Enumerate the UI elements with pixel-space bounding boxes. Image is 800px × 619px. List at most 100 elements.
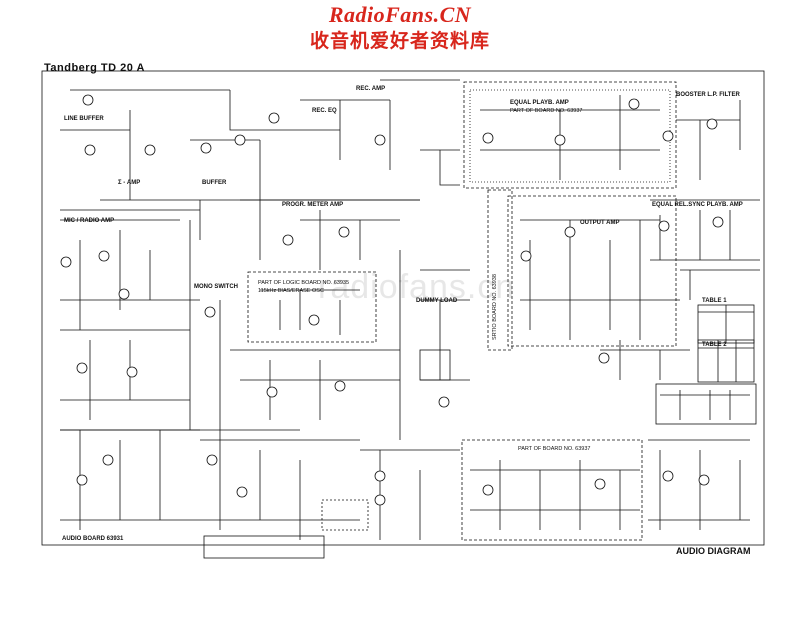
schematic-border: [41, 70, 765, 546]
wire: [680, 269, 760, 300]
label-rec-eq: REC. EQ: [312, 108, 337, 114]
label-line-buffer: LINE BUFFER: [64, 116, 104, 122]
transistor-icon: [102, 454, 114, 466]
transistor-icon: [374, 494, 386, 506]
lower-sub-board: [321, 499, 369, 531]
label-sratio-board: SRTIO BOARD NO. 63938: [492, 274, 498, 340]
label-booster: BOOSTER L.P. FILTER: [676, 92, 740, 98]
sratio-board: [487, 189, 513, 351]
site-subtitle: 收音机爱好者资料库: [309, 30, 490, 52]
transistor-icon: [204, 306, 216, 318]
wire: [240, 199, 420, 270]
dummy-load-component: [419, 349, 451, 381]
diagram-title: AUDIO DIAGRAM: [676, 546, 751, 556]
label-mic-radio-amp: MIC / RADIO AMP: [64, 218, 114, 224]
board-63937-top: [463, 81, 677, 189]
transistor-icon: [308, 314, 320, 326]
label-equal-rel-sync: EQUAL REL.SYNC PLAYB. AMP: [652, 202, 743, 208]
wire: [300, 99, 460, 186]
table-grid: [698, 305, 754, 343]
wire: [648, 439, 750, 530]
transistor-icon: [76, 474, 88, 486]
transistor-icon: [234, 134, 246, 146]
label-part-board-top: PART OF BOARD NO. 63937: [510, 108, 582, 114]
wire: [200, 439, 360, 540]
transistor-icon: [282, 234, 294, 246]
wire: [60, 110, 261, 200]
wire: [520, 219, 680, 340]
wire: [60, 219, 200, 330]
wire: [70, 79, 460, 160]
wire: [60, 329, 190, 420]
wire: [360, 449, 460, 540]
transistor-icon: [712, 216, 724, 228]
logic-board-63935: [247, 271, 377, 343]
transistor-icon: [374, 134, 386, 146]
wire: [676, 100, 741, 180]
site-name: RadioFans.CN: [328, 2, 472, 27]
transistor-icon: [554, 134, 566, 146]
transistor-icon: [658, 220, 670, 232]
transistor-icon: [338, 226, 350, 238]
transistor-icon: [118, 288, 130, 300]
transistor-icon: [374, 470, 386, 482]
transistor-icon: [60, 256, 72, 268]
transistor-icon: [76, 362, 88, 374]
transistor-icon: [628, 98, 640, 110]
transistor-icon: [594, 478, 606, 490]
wire: [470, 460, 640, 530]
transistor-icon: [564, 226, 576, 238]
output-amp-board: [507, 195, 677, 347]
wire: [260, 289, 360, 335]
transistor-icon: [520, 250, 532, 262]
label-sigma-amp: Σ - AMP: [118, 180, 140, 186]
transistor-icon: [268, 112, 280, 124]
transistor-icon: [84, 144, 96, 156]
transistor-icon: [482, 484, 494, 496]
wire: [480, 95, 660, 180]
notes-box: [203, 535, 325, 559]
label-output-amp: OUTPUT AMP: [580, 220, 619, 226]
label-table-2: TABLE 2: [702, 342, 727, 348]
wire: [399, 250, 470, 440]
label-rec-amp: REC. AMP: [356, 86, 385, 92]
watermark: radiofans.cn: [318, 268, 516, 306]
transistors: [60, 94, 724, 506]
transistor-icon: [266, 386, 278, 398]
block-labels: LINE BUFFER Σ - AMP BUFFER REC. EQ REC. …: [62, 86, 743, 542]
label-logic-board: PART OF LOGIC BOARD NO. 63935: [258, 280, 349, 286]
label-progr-meter-amp: PROGR. METER AMP: [282, 202, 343, 208]
site-header: RadioFans.CN 收音机爱好者资料库: [0, 0, 800, 53]
transistor-icon: [482, 132, 494, 144]
label-buffer: BUFFER: [202, 180, 227, 186]
transistor-icon: [82, 94, 94, 106]
transistor-icon: [438, 396, 450, 408]
wire: [60, 220, 300, 431]
label-audio-board: AUDIO BOARD 63931: [62, 536, 124, 542]
transistor-icon: [698, 474, 710, 486]
transistor-icon: [598, 352, 610, 364]
label-mono-switch: MONO SWITCH: [194, 284, 238, 290]
transistor-icon: [144, 144, 156, 156]
table-grid: [698, 340, 754, 382]
table-2: [697, 339, 755, 383]
label-dummy-load: DUMMY LOAD: [416, 298, 458, 304]
table-switch: [655, 383, 757, 425]
wire: [660, 390, 750, 420]
label-equal-play-amp: EQUAL PLAYB. AMP: [510, 100, 569, 106]
transistor-icon: [334, 380, 346, 392]
wire: [219, 300, 400, 440]
wire: [650, 199, 760, 261]
transistor-icon: [662, 470, 674, 482]
transistor-icon: [200, 142, 212, 154]
transistor-icon: [126, 366, 138, 378]
transistor-icon: [98, 250, 110, 262]
label-table-1: TABLE 1: [702, 298, 727, 304]
transistor-icon: [662, 130, 674, 142]
label-part-board-bottom: PART OF BOARD NO. 63937: [518, 446, 590, 452]
transistor-icon: [206, 454, 218, 466]
label-bias-osc: 115kHz BIAS/ERASE OSC: [258, 288, 324, 294]
wire: [600, 340, 690, 380]
board-63937-bottom: [461, 439, 643, 541]
